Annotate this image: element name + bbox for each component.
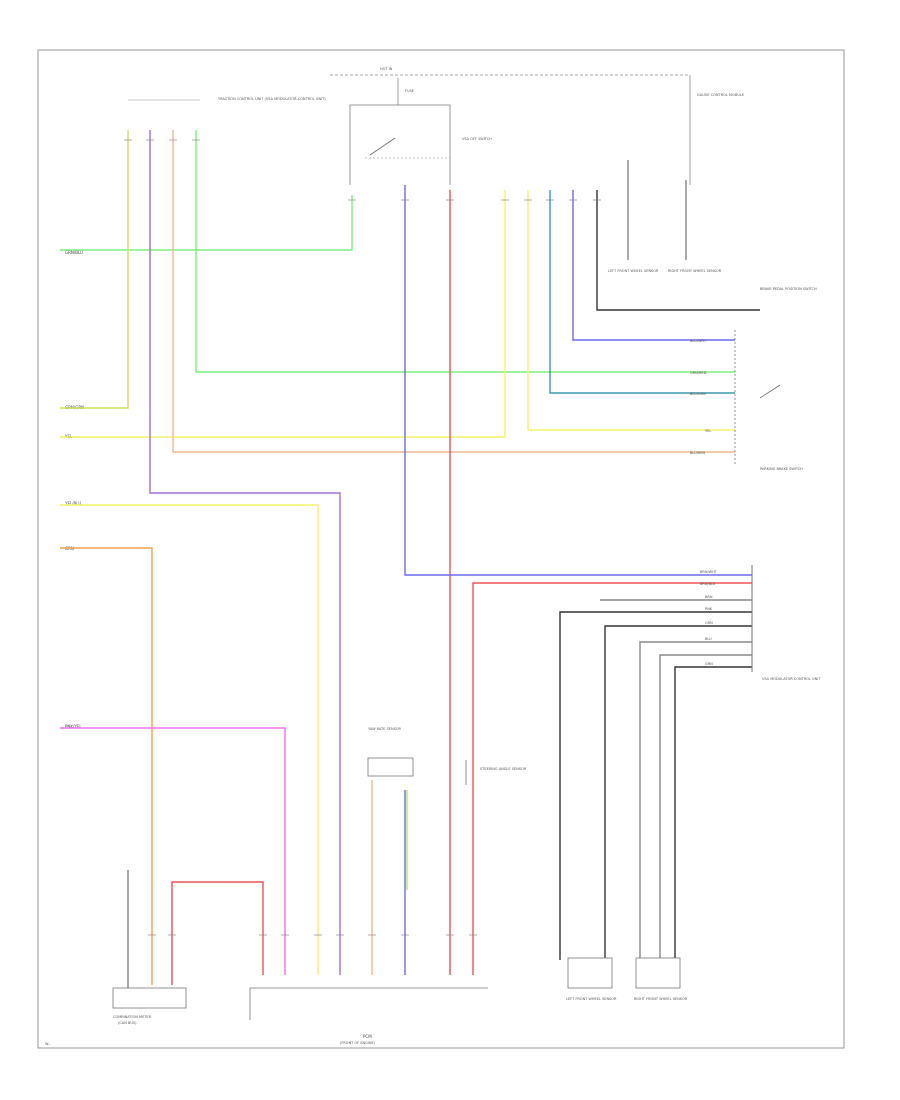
footer-code: W... bbox=[45, 1042, 51, 1046]
conn-label-r3: BLU/GRN bbox=[690, 392, 706, 396]
lr-label-7: GRN bbox=[705, 662, 713, 666]
wire-black-6 bbox=[674, 666, 752, 960]
right-front-wheel-sensor-label: RIGHT FRONT WHEEL SENSOR bbox=[634, 997, 688, 1001]
lr-label-3: BRN bbox=[705, 595, 713, 599]
fuse-label: FUSE bbox=[405, 89, 414, 93]
switch-contact bbox=[369, 137, 396, 156]
wire-yellow-green bbox=[60, 130, 129, 409]
vsa-module-label: VSA MODULATOR CONTROL UNIT bbox=[762, 677, 821, 681]
wire-violet bbox=[149, 130, 341, 975]
switch-box bbox=[349, 104, 451, 185]
combination-meter-box bbox=[112, 987, 187, 1009]
left-sensor-note: LEFT FRONT WHEEL SENSOR bbox=[608, 269, 659, 273]
connector-ticks bbox=[124, 139, 601, 936]
right-note: GAUGE CONTROL MODULE bbox=[697, 93, 744, 97]
lr-label-6: BLU bbox=[705, 637, 712, 641]
right-mid-note: PARKING BRAKE SWITCH bbox=[760, 467, 803, 471]
pcm-label: PCM bbox=[363, 1034, 372, 1039]
right-sensor-note: RIGHT FRONT WHEEL SENSOR bbox=[668, 269, 722, 273]
switch-note: VSA OFF SWITCH bbox=[462, 137, 492, 141]
hot-in-label: HOT IN bbox=[380, 67, 393, 71]
wire-pink bbox=[60, 727, 286, 975]
brake-switch-label: BRAKE PEDAL POSITION SWITCH bbox=[760, 287, 817, 291]
wire-gray-4 bbox=[639, 641, 752, 960]
wire-green-top bbox=[60, 195, 353, 251]
wire-label-yel-blu: YEL/BLU bbox=[64, 501, 81, 506]
steering-angle-sensor-label: STEERING ANGLE SENSOR bbox=[480, 767, 527, 771]
conn-label-r1: BLU/WHT bbox=[690, 339, 707, 343]
wire-blue-right bbox=[572, 190, 735, 341]
wire-red-right bbox=[472, 582, 752, 975]
conn-label-r5: BLU/RED bbox=[690, 451, 706, 455]
wire-yellow-blue bbox=[60, 504, 319, 975]
wire-orange bbox=[60, 547, 153, 985]
wire-black-2 bbox=[559, 611, 752, 960]
wire-green-mid bbox=[195, 130, 735, 373]
left-module-note: TRACTION CONTROL UNIT (VSA MODULATOR-CON… bbox=[217, 97, 326, 101]
yaw-rate-sensor-label: YAW RATE SENSOR bbox=[368, 727, 402, 731]
pcm-sub: (FRONT OF ENGINE) bbox=[340, 1041, 376, 1045]
wire-gray-5 bbox=[659, 654, 752, 960]
wire-yellow-left bbox=[60, 190, 506, 438]
lr-label-5: GRN bbox=[705, 621, 713, 625]
conn-label-r2: GRN/RED bbox=[690, 371, 707, 375]
wire-blue-main bbox=[404, 185, 752, 576]
combination-meter-label: COMBINATION METER bbox=[113, 1015, 152, 1019]
lr-label-4: PNK bbox=[705, 607, 713, 611]
wire-black-top bbox=[596, 190, 760, 311]
combination-meter-sub: (CAN BUS) bbox=[118, 1021, 137, 1025]
wire-red-loop bbox=[171, 881, 264, 985]
yaw-rate-sensor-box bbox=[367, 757, 414, 777]
wire-tan bbox=[172, 130, 735, 453]
wire-yellow-right bbox=[527, 190, 735, 431]
brake-switch-contact bbox=[759, 384, 781, 399]
wire-label-grn-blu: GRN/BLU bbox=[65, 250, 83, 255]
pcm-box bbox=[249, 987, 488, 1020]
wire-label-pnk-yel: PNK/YEL bbox=[65, 724, 82, 729]
left-front-wheel-sensor-label: LEFT FRONT WHEEL SENSOR bbox=[566, 997, 617, 1001]
right-front-wheel-sensor-box bbox=[635, 957, 681, 989]
wire-black-3 bbox=[604, 625, 752, 960]
diagram-frame bbox=[37, 49, 845, 1049]
wire-teal bbox=[549, 190, 735, 394]
conn-label-r4: YEL bbox=[705, 429, 711, 433]
lr-label-1: BRN/WHT bbox=[700, 570, 718, 574]
lr-label-2: BRN/BLU bbox=[700, 582, 716, 586]
left-front-wheel-sensor-box bbox=[567, 957, 613, 989]
